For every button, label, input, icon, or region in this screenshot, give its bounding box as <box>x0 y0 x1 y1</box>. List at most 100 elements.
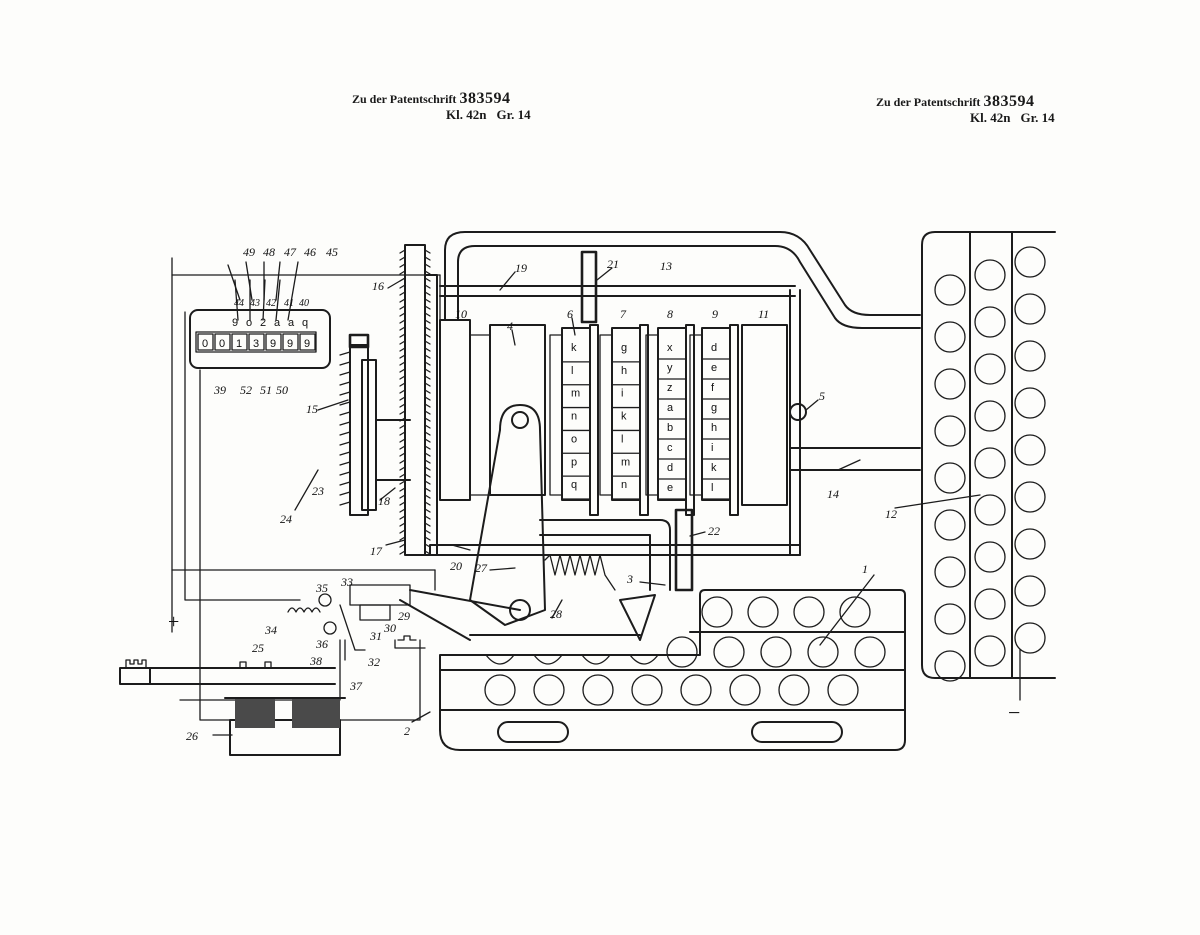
ref-25: 25 <box>252 641 264 655</box>
counter-digit-cell <box>197 333 214 351</box>
ball <box>680 674 712 706</box>
drum-letter: c <box>667 442 673 454</box>
counter-top-letter: 9 <box>232 317 238 329</box>
ball <box>934 321 966 353</box>
drum-letter: g <box>621 342 627 354</box>
ref-37: 37 <box>349 679 363 693</box>
ball <box>533 674 565 706</box>
counter-top-letter: a <box>288 317 295 329</box>
ball <box>1014 293 1046 325</box>
ball <box>974 635 1006 667</box>
sprocket-21 <box>580 250 598 324</box>
counter-digit: 9 <box>304 338 310 350</box>
drum-letter: d <box>711 342 717 354</box>
setting-arrows <box>227 261 299 321</box>
ball <box>1014 434 1046 466</box>
drum-letter: g <box>711 402 717 414</box>
lever-mechanism <box>399 404 671 641</box>
drum-letter: m <box>621 456 630 468</box>
patent-class: Kl. 42n <box>970 110 1011 126</box>
ref-4: 4 <box>507 319 513 333</box>
ref-33: 33 <box>340 575 353 589</box>
ref-23: 23 <box>312 484 324 498</box>
key-lever <box>119 659 336 685</box>
ref-7: 7 <box>620 307 627 321</box>
ref-32: 32 <box>367 655 380 669</box>
feed-bed <box>439 589 906 751</box>
ball <box>747 596 779 628</box>
counter-digit: 0 <box>202 338 208 350</box>
rack-assembly <box>339 333 411 516</box>
ref-36: 36 <box>315 637 328 651</box>
ref-44: 44 <box>234 298 244 309</box>
ball-magazine <box>921 231 1056 682</box>
counter-digit-cell <box>265 333 282 351</box>
ref-6: 6 <box>567 307 573 321</box>
ball <box>1014 575 1046 607</box>
ref-46: 46 <box>304 245 316 259</box>
ref-11: 11 <box>758 307 769 321</box>
drum-letter: i <box>621 388 623 400</box>
ball <box>974 259 1006 291</box>
ref-39: 39 <box>213 383 226 397</box>
ref-38: 38 <box>309 654 322 668</box>
ball <box>934 368 966 400</box>
ref-49: 49 <box>243 245 255 259</box>
ball <box>974 447 1006 479</box>
ref-30: 30 <box>383 621 396 635</box>
drum-letter: k <box>621 411 627 423</box>
ball <box>807 636 839 668</box>
ref-47: 47 <box>284 245 297 259</box>
counter-digit-cell <box>282 333 299 351</box>
counter-digit: 3 <box>253 338 259 350</box>
ref-28: 28 <box>550 607 562 621</box>
leader-lines <box>212 267 981 736</box>
counter-digit: 0 <box>219 338 225 350</box>
drum-letter: o <box>571 433 577 445</box>
patent-group: Gr. 14 <box>1020 110 1055 126</box>
ball <box>974 541 1006 573</box>
ball <box>484 674 516 706</box>
drum-letter: p <box>571 456 577 468</box>
ball <box>839 596 871 628</box>
ref-29: 29 <box>398 609 410 623</box>
ball <box>827 674 859 706</box>
patent-number: 383594 <box>983 93 1035 110</box>
electromagnet <box>224 697 346 756</box>
drum-letter: d <box>667 462 673 474</box>
counter-top-letter: q <box>302 317 308 329</box>
ref-51: 51 <box>260 383 272 397</box>
drum-letter: l <box>571 365 573 377</box>
drum-letter: n <box>571 411 577 423</box>
ball <box>1014 528 1046 560</box>
sprocket-22 <box>674 508 694 592</box>
ref-27: 27 <box>475 561 488 575</box>
ref-45: 45 <box>326 245 338 259</box>
drum-letter: l <box>711 482 713 494</box>
ref-48: 48 <box>263 245 275 259</box>
ref-21: 21 <box>607 257 619 271</box>
reference-numerals: 1 2 3 4 5 6 7 8 9 10 11 12 13 14 15 16 1… <box>186 245 897 743</box>
ball <box>701 596 733 628</box>
drum-letter: h <box>711 422 717 434</box>
drum-letter: x <box>667 342 673 354</box>
ball <box>1014 622 1046 654</box>
ref-20: 20 <box>450 559 462 573</box>
ball <box>1014 340 1046 372</box>
ball <box>934 603 966 635</box>
ball <box>582 674 614 706</box>
counter-top-letter: 2 <box>260 317 266 329</box>
ref-52: 52 <box>240 383 252 397</box>
drum-letter: h <box>621 365 627 377</box>
ball <box>934 650 966 682</box>
ball <box>713 636 745 668</box>
ball <box>854 636 886 668</box>
counter-digit: 9 <box>287 338 293 350</box>
contact-assembly <box>287 584 426 661</box>
